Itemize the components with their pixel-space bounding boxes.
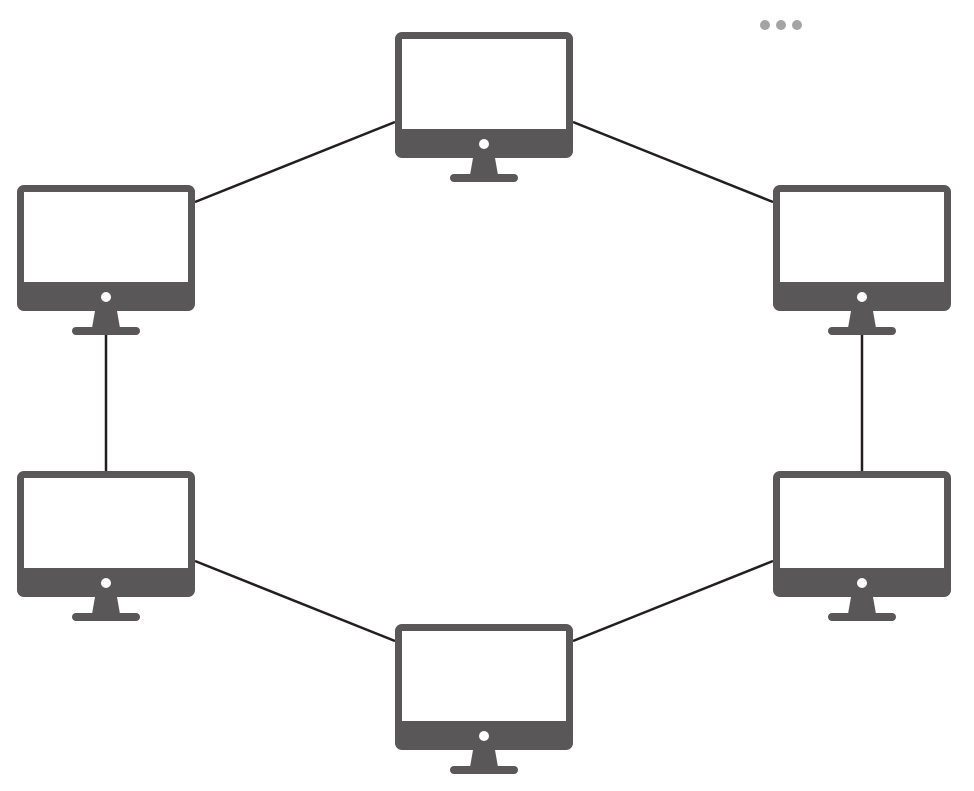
monitor-stand-base	[828, 613, 896, 621]
monitor-screen	[780, 192, 944, 282]
monitor-screen	[780, 478, 944, 568]
monitor-stand-base	[828, 327, 896, 335]
power-button	[479, 139, 489, 149]
monitor-screen	[24, 192, 188, 282]
desktop-monitor-icon	[17, 185, 195, 335]
desktop-monitor-icon	[773, 471, 951, 621]
nodes-layer	[17, 32, 951, 774]
desktop-monitor-icon	[395, 32, 573, 182]
monitor-screen	[402, 631, 566, 721]
network-link-lower-right-to-bottom	[572, 559, 774, 643]
monitor-stand-base	[72, 327, 140, 335]
desktop-monitor-icon	[17, 471, 195, 621]
computer-node-lower-right	[773, 471, 951, 621]
power-button	[479, 731, 489, 741]
monitor-screen	[402, 39, 566, 129]
network-link-upper-left-to-top	[194, 120, 396, 204]
more-horizontal-icon[interactable]	[760, 20, 802, 30]
network-link-top-to-upper-right	[572, 120, 774, 204]
computer-node-upper-right	[773, 185, 951, 335]
monitor-stand-base	[450, 766, 518, 774]
power-button	[101, 578, 111, 588]
power-button	[101, 292, 111, 302]
monitor-stand-base	[450, 174, 518, 182]
computer-node-upper-left	[17, 185, 195, 335]
monitor-stand-neck	[848, 311, 876, 328]
monitor-stand-neck	[92, 597, 120, 614]
network-link-bottom-to-lower-left	[194, 559, 396, 643]
computer-node-lower-left	[17, 471, 195, 621]
links-layer	[104, 120, 864, 643]
computer-node-top	[395, 32, 573, 182]
monitor-stand-neck	[470, 158, 498, 175]
power-button	[857, 578, 867, 588]
desktop-monitor-icon	[395, 624, 573, 774]
monitor-screen	[24, 478, 188, 568]
monitor-stand-neck	[92, 311, 120, 328]
monitor-stand-neck	[848, 597, 876, 614]
desktop-monitor-icon	[773, 185, 951, 335]
monitor-stand-neck	[470, 750, 498, 767]
power-button	[857, 292, 867, 302]
monitor-stand-base	[72, 613, 140, 621]
computer-node-bottom	[395, 624, 573, 774]
